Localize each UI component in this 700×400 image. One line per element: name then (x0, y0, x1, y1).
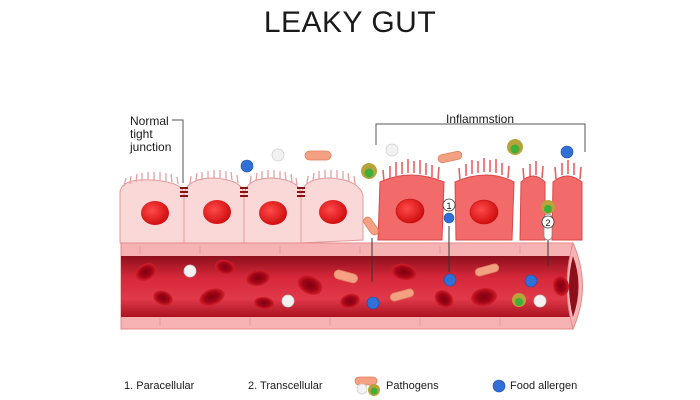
red-blood-cell (215, 259, 235, 275)
marker-1-label: 1 (446, 201, 451, 211)
red-blood-cell (340, 293, 360, 309)
inflamed-cells (377, 158, 583, 241)
nucleus (469, 199, 499, 225)
pathogen (363, 216, 379, 236)
pathogen (389, 288, 415, 302)
pathogen (304, 150, 332, 161)
legend-pathogens: Pathogens (386, 380, 439, 392)
nucleus (141, 201, 169, 225)
food-allergen-legend-icon (492, 379, 506, 393)
nucleus (203, 200, 231, 224)
red-blood-cell (471, 287, 497, 307)
inflamed-cell (454, 174, 515, 241)
pathogens (304, 150, 500, 302)
food-allergen (524, 274, 538, 288)
microvilli (382, 158, 582, 183)
red-blood-cell (391, 263, 417, 281)
red-blood-cells (135, 259, 570, 310)
healthy-cells (119, 170, 364, 244)
healthy-cell (119, 179, 185, 244)
white-particles (183, 143, 547, 308)
marker-2: 2 (541, 215, 555, 229)
red-blood-cell (135, 263, 157, 281)
food-allergen (560, 145, 574, 159)
pathogen (333, 269, 359, 284)
inflamed-cell (377, 174, 445, 241)
pathogen (437, 150, 463, 164)
healthy-cell (300, 177, 364, 244)
pathogen (474, 263, 500, 277)
normal-tight-junction-label: Normal tight junction (130, 115, 178, 154)
legend-food-allergen: Food allergen (510, 380, 578, 392)
food-allergen (366, 296, 380, 310)
food-allergen (240, 159, 254, 173)
nucleus (259, 201, 287, 225)
inflammation-bracket (375, 123, 586, 152)
inflamed-cell (519, 175, 546, 241)
pathogens-legend-icon (354, 376, 380, 396)
legend-transcellular: 2. Transcellular (248, 380, 323, 392)
normal-label-line-2: tight (130, 127, 153, 141)
green-pathogen (507, 139, 523, 155)
red-blood-cell (199, 288, 225, 306)
green-pathogen (361, 163, 377, 179)
red-blood-cell (297, 275, 323, 295)
marker-1: 1 (442, 198, 456, 212)
red-blood-cell (254, 296, 274, 310)
tight-junctions (180, 187, 305, 197)
inflamed-cell (551, 175, 583, 241)
inflammation-label: Inflammstion (446, 112, 515, 126)
red-blood-cell (434, 290, 454, 308)
food-allergen (443, 212, 455, 224)
red-blood-cell (246, 269, 270, 287)
healthy-cell (183, 177, 245, 244)
page-title: LEAKY GUT (263, 6, 437, 39)
green-pathogen (512, 293, 526, 307)
red-blood-cell (552, 276, 570, 296)
normal-junction-pointer-line (172, 119, 184, 183)
nucleus (395, 198, 425, 224)
normal-label-line-1: Normal (130, 114, 169, 128)
food-allergen (443, 273, 457, 287)
green-pathogens (361, 139, 555, 307)
marker-2-label: 2 (545, 218, 550, 228)
healthy-cell (243, 177, 302, 244)
red-blood-cell (153, 290, 173, 306)
microvilli (123, 170, 356, 187)
food-allergens (240, 145, 574, 310)
blood-vessel (120, 241, 583, 331)
nucleus (319, 200, 347, 224)
normal-label-line-3: junction (130, 140, 172, 154)
green-pathogen (541, 200, 555, 214)
legend-paracellular: 1. Paracellular (124, 380, 195, 392)
